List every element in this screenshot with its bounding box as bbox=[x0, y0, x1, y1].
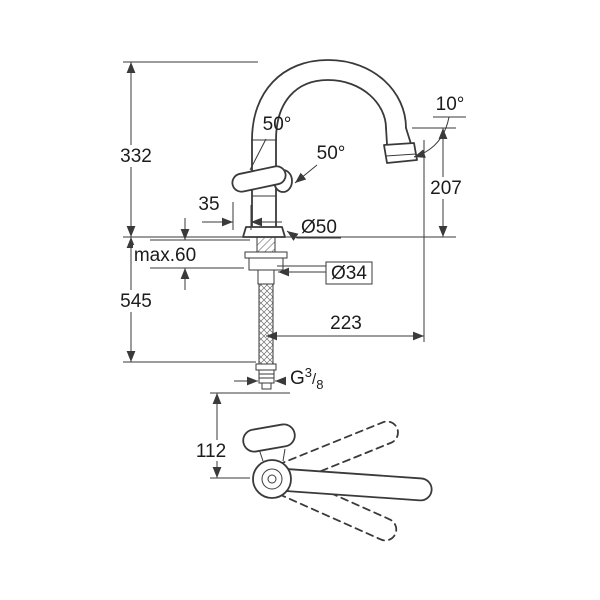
hose-connector bbox=[255, 363, 277, 371]
label-aerator-angle: 10° bbox=[436, 94, 465, 115]
body-plan-outer bbox=[252, 459, 292, 499]
label-lever-angle-1: 50° bbox=[263, 114, 292, 135]
top-view bbox=[242, 420, 433, 542]
leader-lever-angle-2 bbox=[294, 164, 318, 184]
spout-plan bbox=[271, 467, 433, 502]
mounting-nut bbox=[248, 257, 284, 271]
dimension-labels: 332 545 35 max.60 Ø50 Ø34 223 207 10° 50… bbox=[120, 94, 464, 462]
label-spout-height: 207 bbox=[430, 178, 462, 199]
hole-diameter-box bbox=[325, 261, 373, 285]
label-plan-offset: 112 bbox=[196, 441, 226, 462]
washer bbox=[244, 251, 288, 259]
base-escutcheon bbox=[242, 226, 286, 238]
label-thread-size: G3/8 bbox=[290, 365, 323, 392]
leader-aerator-angle bbox=[413, 116, 450, 158]
lever-handle bbox=[231, 165, 293, 193]
side-view bbox=[123, 59, 424, 390]
leader-base-diameter bbox=[286, 230, 341, 241]
label-spout-projection: 223 bbox=[330, 313, 362, 334]
label-hole-diameter: Ø34 bbox=[331, 263, 367, 284]
label-hose-length: 545 bbox=[120, 291, 152, 312]
label-lever-offset: 35 bbox=[198, 194, 219, 215]
aerator-outlet bbox=[383, 127, 418, 164]
lever-plan bbox=[242, 423, 296, 453]
label-total-height: 332 bbox=[120, 146, 152, 167]
label-lever-angle-2: 50° bbox=[317, 143, 346, 164]
spout-arc bbox=[251, 59, 407, 141]
leader-lever-angle-1 bbox=[249, 138, 267, 171]
hose-adapter bbox=[257, 269, 275, 285]
mounting-hardware bbox=[244, 236, 288, 390]
label-max-deck-thickness: max.60 bbox=[134, 245, 196, 266]
flex-hose bbox=[258, 283, 274, 365]
body-plan-inner bbox=[261, 468, 283, 490]
label-base-diameter: Ø50 bbox=[301, 217, 337, 238]
dimension-lines bbox=[110, 61, 468, 479]
